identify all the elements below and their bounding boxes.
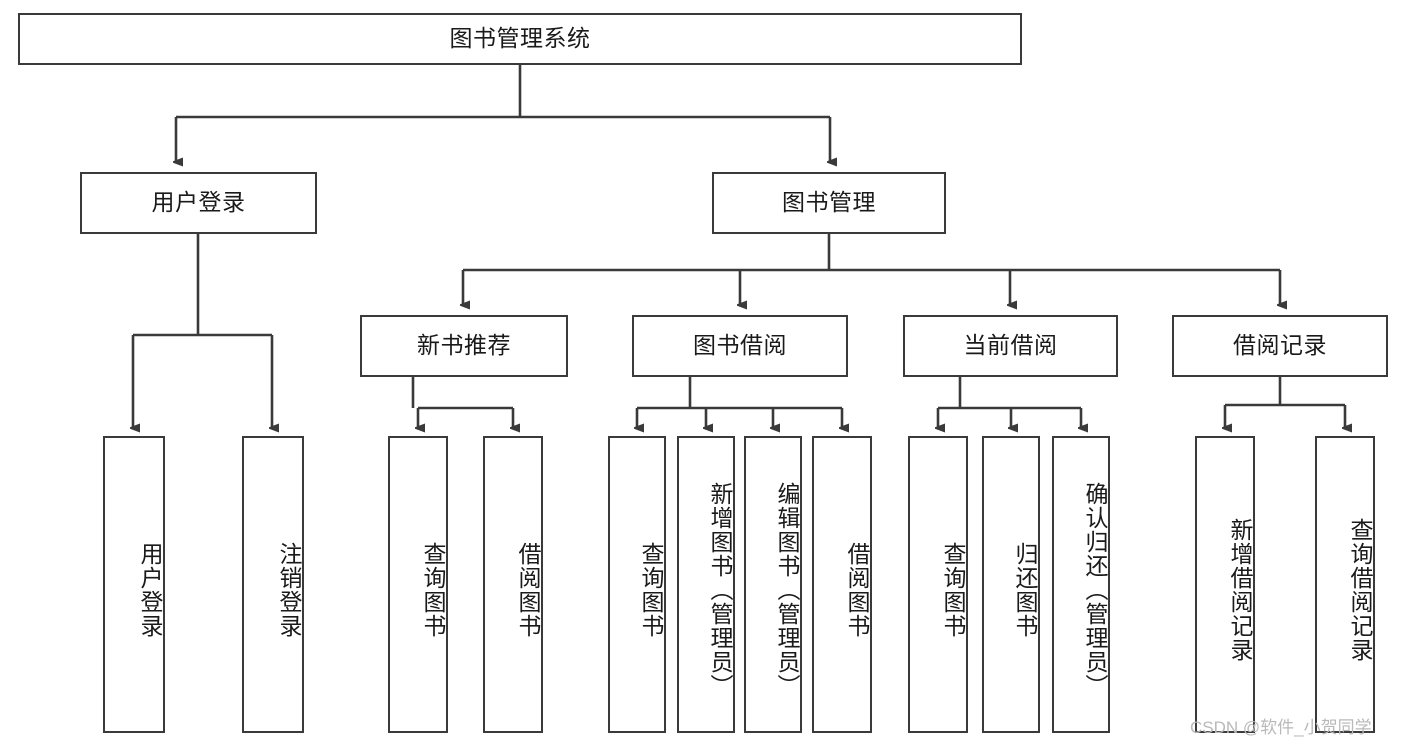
node-root[interactable]: 图书管理系统 — [18, 13, 1022, 65]
leaf-add-borrow-record[interactable]: 新增借阅记录 — [1195, 436, 1255, 733]
node-book-borrow[interactable]: 图书借阅 — [632, 315, 848, 377]
leaf-confirm-return-admin-label: 确认归还（管理员） — [1082, 481, 1108, 698]
node-new-book-recommend-label: 新书推荐 — [417, 332, 511, 359]
leaf-confirm-return-admin[interactable]: 确认归还（管理员） — [1052, 436, 1110, 733]
leaf-return-book[interactable]: 归还图书 — [982, 436, 1040, 733]
node-root-label: 图书管理系统 — [449, 25, 591, 52]
leaf-query-book-2[interactable]: 查询图书 — [608, 436, 666, 733]
leaf-edit-book-admin[interactable]: 编辑图书（管理员） — [744, 436, 802, 733]
leaf-query-book-3-label: 查询图书 — [940, 541, 966, 638]
leaf-logout-label: 注销登录 — [276, 541, 302, 638]
leaf-edit-book-admin-label: 编辑图书（管理员） — [774, 481, 800, 698]
node-user-login[interactable]: 用户登录 — [80, 172, 317, 234]
node-new-book-recommend[interactable]: 新书推荐 — [360, 315, 568, 377]
node-user-login-label: 用户登录 — [151, 189, 246, 216]
leaf-borrow-book-1-label: 借阅图书 — [515, 541, 541, 638]
leaf-add-book-admin-label: 新增图书（管理员） — [707, 481, 733, 698]
leaf-query-borrow-record[interactable]: 查询借阅记录 — [1315, 436, 1375, 733]
leaf-query-book-2-label: 查询图书 — [638, 541, 664, 638]
leaf-borrow-book-2[interactable]: 借阅图书 — [812, 436, 872, 733]
node-current-borrow-label: 当前借阅 — [963, 332, 1058, 359]
leaf-user-login[interactable]: 用户登录 — [103, 436, 165, 733]
node-book-borrow-label: 图书借阅 — [693, 332, 787, 359]
leaf-query-borrow-record-label: 查询借阅记录 — [1347, 517, 1373, 662]
node-borrow-record[interactable]: 借阅记录 — [1172, 315, 1388, 377]
leaf-borrow-book-1[interactable]: 借阅图书 — [483, 436, 543, 733]
leaf-borrow-book-2-label: 借阅图书 — [844, 541, 870, 638]
node-book-manage-label: 图书管理 — [782, 189, 876, 216]
leaf-add-borrow-record-label: 新增借阅记录 — [1227, 517, 1253, 662]
leaf-query-book-1[interactable]: 查询图书 — [388, 436, 448, 733]
leaf-query-book-3[interactable]: 查询图书 — [908, 436, 968, 733]
leaf-query-book-1-label: 查询图书 — [420, 541, 446, 638]
node-book-manage[interactable]: 图书管理 — [712, 172, 946, 234]
leaf-user-login-label: 用户登录 — [137, 541, 163, 638]
leaf-logout[interactable]: 注销登录 — [242, 436, 304, 733]
watermark: CSDN @软件_小贺同学 — [1190, 718, 1372, 737]
leaf-add-book-admin[interactable]: 新增图书（管理员） — [677, 436, 735, 733]
node-current-borrow[interactable]: 当前借阅 — [903, 315, 1118, 377]
leaf-return-book-label: 归还图书 — [1012, 541, 1038, 638]
node-borrow-record-label: 借阅记录 — [1233, 332, 1327, 359]
